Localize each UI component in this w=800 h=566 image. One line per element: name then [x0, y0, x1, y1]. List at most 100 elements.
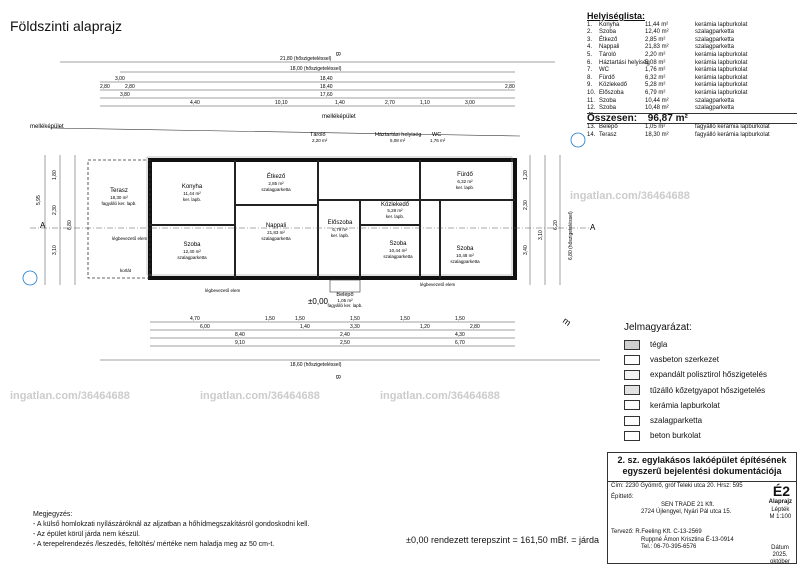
extra-area: 18,30 m² — [645, 131, 669, 138]
room-szoba11-floor: szalagparketta — [383, 254, 413, 259]
room-name: Nappali — [599, 44, 620, 51]
project-line-1: 2. sz. egylakásos lakóépület építésének — [617, 455, 787, 465]
watermark: ingatlan.com/36464688 — [380, 390, 500, 402]
dim-left: 6,80 — [67, 220, 73, 230]
legend-item: tégla — [624, 337, 767, 352]
dim-top4-a: 2,80 — [100, 84, 110, 90]
legend-swatch — [624, 354, 640, 365]
dim-top6: 1,40 — [335, 100, 345, 106]
room-etkezo-floor: szalagparketta — [261, 187, 291, 192]
tarolo-area: 2,20 m² — [312, 138, 328, 143]
room-list-total: Összesen: 96,87 m² — [587, 112, 797, 124]
dim-bot4: 6,70 — [455, 340, 465, 346]
dim-bot3: 2,40 — [340, 332, 350, 338]
dim-top5-b: 17,60 — [320, 92, 333, 98]
room-no: 10. — [587, 89, 596, 96]
legend-item: beton burkolat — [624, 428, 767, 443]
dim-bot1: 1,50 — [295, 316, 305, 322]
dim-bot2: 6,00 — [200, 324, 210, 330]
room-belepo-floor: fagyálló ker. lapb. — [327, 303, 362, 308]
watermark: ingatlan.com/36464688 — [10, 390, 130, 402]
room-no: 11. — [587, 97, 595, 104]
mellekepulet-left: melléképület — [30, 124, 64, 130]
room-floor: szalagparketta — [695, 97, 735, 104]
room-floor: kerámia lapburkolat — [695, 51, 748, 58]
room-no: 7. — [587, 67, 593, 74]
legend-label: expandált polisztirol hőszigetelés — [650, 370, 767, 380]
dim-top3-b: 18,40 — [320, 76, 333, 82]
total-label: Összesen: — [587, 112, 638, 124]
room-area: 1,76 m² — [645, 67, 666, 74]
dim-left: 3,10 — [52, 245, 58, 255]
plan-title: Földszinti alaprajz — [10, 18, 123, 34]
dim-bot2: 3,30 — [350, 324, 360, 330]
legend-label: vasbeton szerkezet — [650, 355, 719, 365]
legend-item: tűzálló kőzetgyapot hőszigetelés — [624, 383, 767, 398]
room-no: 6. — [587, 59, 593, 66]
room-name: Háztartási helyiség — [599, 59, 650, 66]
address: Cím: 2230 Gyömrő, gróf Teleki utca 20. H… — [611, 483, 743, 489]
room-no: 9. — [587, 82, 593, 89]
legend-label: szalagparketta — [650, 416, 703, 426]
room-area: 21,83 m² — [645, 44, 669, 51]
room-nappali-area: 21,83 m² — [267, 230, 285, 235]
north-label: m — [561, 315, 573, 327]
room-area: 5,28 m² — [645, 82, 666, 89]
extra-area: 1,05 m² — [645, 124, 666, 131]
note-line: - Az épület körül járda nem készül. — [33, 531, 140, 538]
room-area: 2,85 m² — [645, 36, 666, 43]
legend-item: vasbeton szerkezet — [624, 352, 767, 367]
room-floor: szalagparketta — [695, 29, 735, 36]
dim-bot1: 4,70 — [190, 316, 200, 322]
note-line: - A külső homlokzati nyílászáróknál az a… — [33, 521, 310, 528]
level-zero: ±0,00 — [308, 297, 329, 306]
north-arrow-icon — [520, 325, 560, 345]
designer-phone: Tel.: 06-70-395-6576 — [641, 544, 697, 550]
dim-left: 2,30 — [52, 205, 58, 215]
room-floor: kerámia lapburkolat — [695, 74, 748, 81]
room-floor: kerámia lapburkolat — [695, 21, 748, 28]
dim-top4-c: 18,40 — [320, 84, 333, 90]
room-szoba12-floor: szalagparketta — [450, 259, 480, 264]
room-list-header: Helyiséglista: — [587, 11, 646, 21]
room-etkezo-area: 2,85 m² — [268, 181, 284, 186]
room-kozlekedo-area: 5,28 m² — [387, 208, 403, 213]
notes-header: Megjegyzés: — [33, 511, 73, 518]
room-terasz-area: 18,30 m² — [110, 195, 128, 200]
watermark: ingatlan.com/36464688 — [570, 190, 690, 202]
room-floor: kerámia lapburkolat — [695, 59, 748, 66]
legend-label: tégla — [650, 340, 668, 350]
floor-plan: 21,80 (hőszigeteléssel) 18,00 (hőszigete… — [22, 52, 600, 379]
title-block: 2. sz. egylakásos lakóépület építésének … — [607, 452, 797, 565]
room-konyha-area: 11,44 m² — [183, 191, 201, 196]
builder-label: Építtető: — [611, 494, 634, 500]
extra-floor: fagyálló kerámia lapburkolat — [695, 131, 770, 138]
legbevezeto-label: légbevezető elem — [112, 236, 148, 241]
room-eloszoba-floor: ker. lapb. — [331, 233, 349, 238]
room-szoba2: Szoba — [183, 242, 201, 248]
legend-swatch — [624, 400, 640, 411]
designer-1: Tervező: R.Feeling Kft. C-13-2569 — [611, 529, 702, 535]
extra-name: Belépő — [599, 124, 618, 131]
room-floor: szalagparketta — [695, 44, 735, 51]
dim-top2: 18,00 (hőszigeteléssel) — [290, 66, 342, 72]
room-area: 6,79 m² — [645, 89, 666, 96]
section-b-bottom: B — [334, 375, 340, 379]
room-name: Előszoba — [599, 89, 624, 96]
room-eloszoba: Előszoba — [328, 220, 353, 226]
mellekepulet-top: melléképület — [322, 114, 356, 120]
room-no: 2. — [587, 29, 593, 36]
room-furdo-floor: ker. lapb. — [456, 185, 474, 190]
builder-block: Építtető: SEN TRADE 21 Kft. 2724 Újlengy… — [611, 494, 731, 517]
room-floor: szalagparketta — [695, 36, 735, 43]
haztartasi-area: 5,08 m² — [390, 138, 406, 143]
legend-item: szalagparketta — [624, 413, 767, 428]
builder-address: 2724 Újlengyel, Nyári Pál utca 15. — [641, 509, 732, 515]
designer-block: Tervező: R.Feeling Kft. C-13-2569 Ruppné… — [611, 529, 734, 552]
room-area: 11,44 m² — [645, 21, 669, 28]
project-title: 2. sz. egylakásos lakóépület építésének … — [608, 453, 796, 482]
